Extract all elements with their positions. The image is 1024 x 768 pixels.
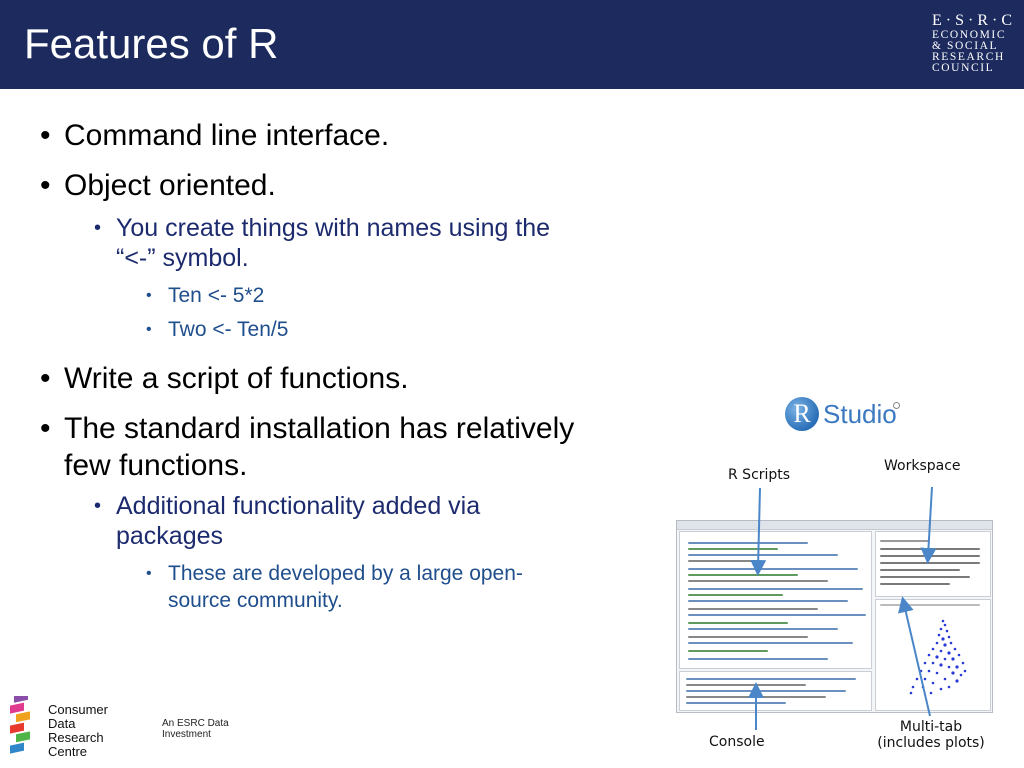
bullet-marker: •: [94, 495, 102, 517]
bullet-text: Object oriented.: [64, 169, 276, 202]
bullet-marker: •: [40, 119, 51, 152]
sub-sub-bullet-item: • Ten <- 5*2: [146, 282, 265, 309]
arrow-workspace: [920, 486, 937, 564]
sub-sub-bullet-item: • Two <- Ten/5: [146, 316, 289, 343]
label-multi-tab-line: (includes plots): [877, 735, 985, 751]
esrc-logo-line: COUNCIL: [932, 62, 995, 74]
cdrc-line: Research: [48, 730, 104, 745]
bullet-text-line: You create things with names using the: [116, 214, 551, 242]
label-console: Console: [709, 734, 765, 750]
sub-bullet-item: • Additional functionality added via pac…: [94, 491, 481, 551]
bullet-marker: •: [94, 217, 102, 239]
esrc-logo-line: ECONOMIC: [932, 29, 1007, 41]
bullet-text-line: These are developed by a large open-: [168, 562, 523, 585]
bullet-item: • Write a script of functions.: [40, 360, 409, 397]
bullet-text: Two <- Ten/5: [168, 318, 289, 341]
bullet-marker: •: [40, 412, 51, 445]
cdrc-line: Centre: [48, 744, 88, 759]
rstudio-r-badge: R: [785, 397, 819, 431]
plots-pane: [875, 599, 991, 711]
cdrc-wordmark: Consumer Data Research Centre: [48, 703, 108, 759]
bullet-item: • Object oriented.: [40, 167, 276, 204]
window-titlebar: [677, 521, 992, 530]
label-multi-tab-line: Multi-tab: [899, 719, 963, 735]
bullet-marker: •: [40, 169, 51, 202]
esrc-council-logo: E·S·R·C ECONOMIC & SOCIAL RESEARCH COUNC…: [932, 12, 1016, 74]
slide-header: Features of R E·S·R·C ECONOMIC & SOCIAL …: [0, 0, 1024, 89]
slide-title: Features of R: [24, 20, 279, 67]
esrc-logo-line: E·S·R·C: [932, 12, 1016, 29]
label-r-scripts: R Scripts: [728, 467, 791, 483]
registered-mark-icon: [893, 402, 900, 409]
rstudio-wordmark: Studio: [823, 399, 897, 429]
bullet-marker: •: [146, 321, 152, 338]
bullet-marker: •: [146, 287, 152, 304]
sub-sub-bullet-item: • These are developed by a large open- s…: [146, 560, 523, 614]
esrc-investment-line: An ESRC Data: [162, 718, 229, 729]
esrc-investment-line: Investment: [162, 729, 211, 740]
esrc-investment-mark: An ESRC Data Investment: [162, 718, 229, 740]
bullet-text-line: “<-” symbol.: [116, 244, 249, 272]
bullet-text-line: Additional functionality added via: [116, 492, 481, 520]
bullet-text-line: few functions.: [64, 449, 248, 482]
bullet-text: Command line interface.: [64, 119, 390, 152]
script-pane: [679, 531, 872, 669]
bullet-marker: •: [146, 565, 152, 582]
bullet-item: • Command line interface.: [40, 117, 390, 154]
bullet-item: • The standard installation has relative…: [40, 410, 575, 484]
esrc-logo-line: RESEARCH: [932, 51, 1005, 63]
label-multi-tab: Multi-tab (includes plots): [866, 719, 996, 751]
cdrc-line: Data: [48, 716, 76, 731]
bullet-marker: •: [40, 362, 51, 395]
arrow-r-scripts: [750, 487, 767, 576]
bullet-text: Write a script of functions.: [64, 362, 409, 395]
rstudio-screenshot: [676, 520, 993, 713]
bullet-text-line: The standard installation has relatively: [64, 412, 575, 445]
rstudio-logo: R Studio: [785, 396, 905, 434]
bullet-text-line: source community.: [168, 589, 343, 612]
esrc-logo-line: & SOCIAL: [932, 40, 999, 52]
cdrc-logo-icon: [10, 696, 30, 754]
arrow-multi-tab: [898, 596, 931, 717]
cdrc-line: Consumer: [48, 702, 108, 717]
bullet-text-line: packages: [116, 522, 224, 550]
bullet-text: Ten <- 5*2: [168, 284, 265, 307]
sub-bullet-item: • You create things with names using the…: [94, 213, 551, 273]
label-workspace: Workspace: [884, 458, 961, 474]
